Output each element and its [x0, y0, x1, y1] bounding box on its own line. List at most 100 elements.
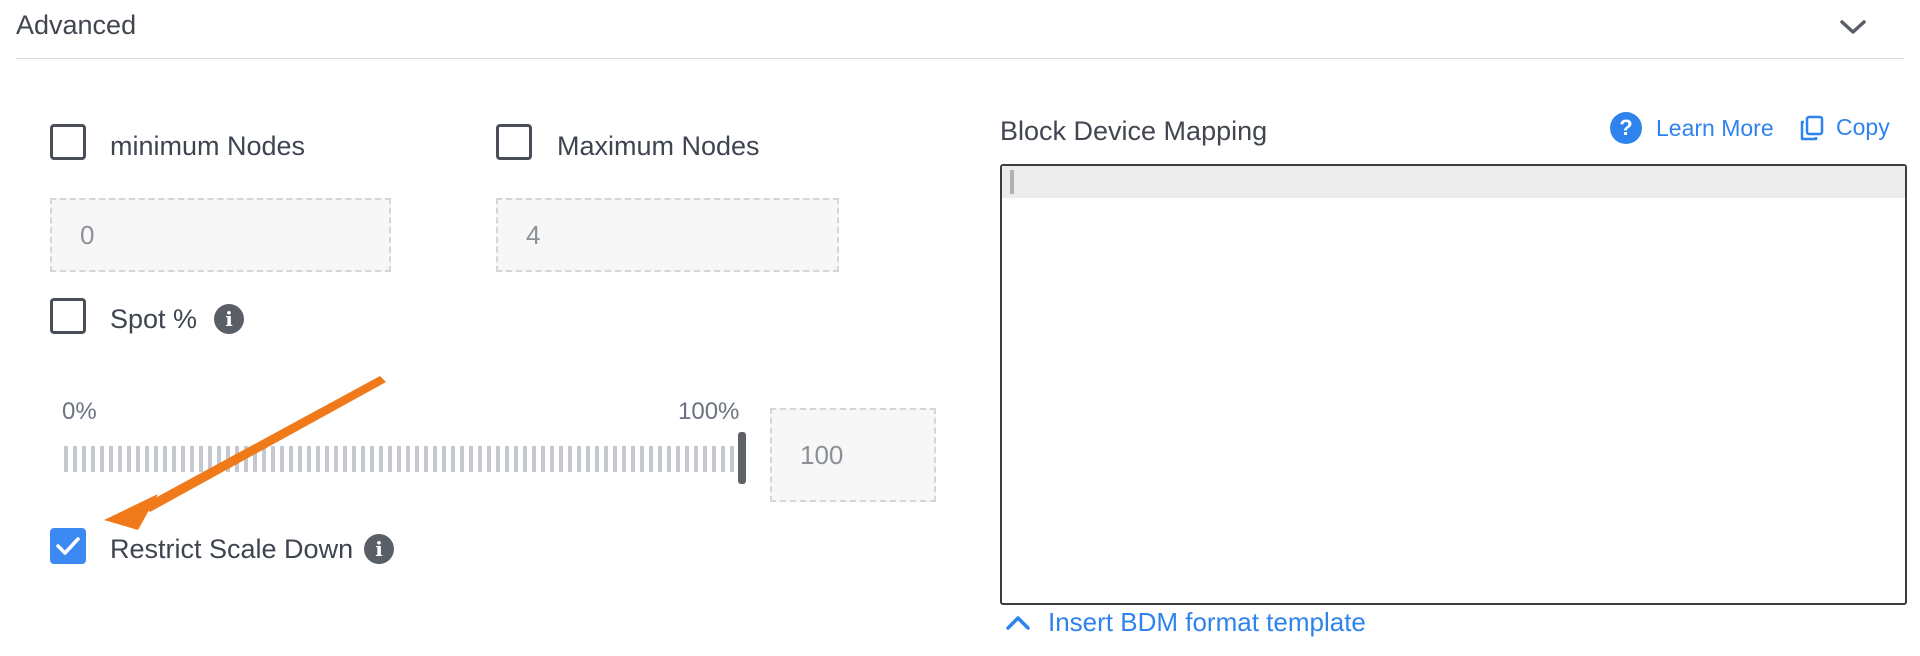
- slider-tick: [532, 446, 536, 472]
- slider-tick: [694, 446, 698, 472]
- slider-tick: [172, 446, 176, 472]
- annotation-arrow-icon: [104, 376, 386, 530]
- bdm-title: Block Device Mapping: [1000, 116, 1268, 146]
- slider-tick: [64, 446, 68, 472]
- spot-slider-track[interactable]: [64, 446, 744, 472]
- learn-more-label: Learn More: [1656, 114, 1774, 141]
- slider-tick: [613, 446, 617, 472]
- slider-tick: [685, 446, 689, 472]
- bdm-editor[interactable]: [1000, 164, 1907, 605]
- slider-tick: [91, 446, 95, 472]
- slider-tick: [334, 446, 338, 472]
- max-nodes-checkbox[interactable]: [496, 124, 532, 160]
- restrict-scale-down-label: Restrict Scale Down: [110, 534, 354, 564]
- editor-cursor: [1010, 170, 1014, 194]
- slider-tick: [118, 446, 122, 472]
- checkmark-icon: [56, 537, 80, 555]
- chevron-down-icon: [1840, 20, 1866, 34]
- min-nodes-input[interactable]: [50, 198, 391, 272]
- info-icon[interactable]: i: [364, 534, 394, 564]
- slider-tick: [406, 446, 410, 472]
- slider-tick: [163, 446, 167, 472]
- slider-tick: [100, 446, 104, 472]
- slider-tick: [370, 446, 374, 472]
- slider-tick: [505, 446, 509, 472]
- slider-tick: [586, 446, 590, 472]
- slider-tick: [640, 446, 644, 472]
- slider-tick: [604, 446, 608, 472]
- max-nodes-input[interactable]: [496, 198, 839, 272]
- section-title: Advanced: [16, 10, 137, 40]
- slider-tick: [127, 446, 131, 472]
- slider-tick: [262, 446, 266, 472]
- min-nodes-label: minimum Nodes: [110, 131, 306, 161]
- slider-tick: [667, 446, 671, 472]
- slider-tick: [550, 446, 554, 472]
- slider-tick: [82, 446, 86, 472]
- slider-tick: [181, 446, 185, 472]
- slider-tick: [631, 446, 635, 472]
- slider-tick: [379, 446, 383, 472]
- slider-tick: [208, 446, 212, 472]
- slider-tick: [199, 446, 203, 472]
- spot-percent-input[interactable]: [770, 408, 936, 502]
- learn-more-link[interactable]: ? Learn More: [1610, 112, 1774, 144]
- slider-tick: [658, 446, 662, 472]
- copy-icon: [1800, 115, 1824, 140]
- slider-tick: [424, 446, 428, 472]
- slider-tick: [109, 446, 113, 472]
- spot-slider-thumb[interactable]: [738, 432, 746, 484]
- slider-tick: [721, 446, 725, 472]
- slider-tick: [154, 446, 158, 472]
- help-icon: ?: [1610, 112, 1642, 144]
- slider-tick: [190, 446, 194, 472]
- max-nodes-label: Maximum Nodes: [557, 131, 760, 161]
- slider-tick: [559, 446, 563, 472]
- slider-tick: [136, 446, 140, 472]
- insert-bdm-template-label: Insert BDM format template: [1048, 607, 1366, 637]
- slider-tick: [343, 446, 347, 472]
- copy-label: Copy: [1836, 114, 1890, 140]
- copy-link[interactable]: Copy: [1800, 114, 1890, 141]
- slider-tick: [712, 446, 716, 472]
- slider-tick: [460, 446, 464, 472]
- slider-tick: [649, 446, 653, 472]
- slider-tick: [217, 446, 221, 472]
- slider-tick: [316, 446, 320, 472]
- slider-min-label: 0%: [62, 398, 97, 425]
- slider-tick: [397, 446, 401, 472]
- slider-tick: [478, 446, 482, 472]
- insert-bdm-template-link[interactable]: Insert BDM format template: [1004, 607, 1366, 638]
- slider-tick: [676, 446, 680, 472]
- slider-tick: [307, 446, 311, 472]
- restrict-scale-down-checkbox[interactable]: [50, 528, 86, 564]
- slider-tick: [496, 446, 500, 472]
- slider-tick: [253, 446, 257, 472]
- collapse-button[interactable]: [1836, 10, 1870, 44]
- slider-tick: [415, 446, 419, 472]
- slider-tick: [703, 446, 707, 472]
- spot-label: Spot %: [110, 304, 198, 334]
- min-nodes-checkbox[interactable]: [50, 124, 86, 160]
- slider-tick: [280, 446, 284, 472]
- info-icon[interactable]: i: [214, 304, 244, 334]
- slider-tick: [577, 446, 581, 472]
- slider-tick: [73, 446, 77, 472]
- slider-tick: [433, 446, 437, 472]
- slider-tick: [730, 446, 734, 472]
- slider-tick: [361, 446, 365, 472]
- slider-tick: [145, 446, 149, 472]
- slider-tick: [487, 446, 491, 472]
- editor-active-line: [1002, 166, 1905, 198]
- slider-tick: [298, 446, 302, 472]
- spot-checkbox[interactable]: [50, 298, 86, 334]
- slider-tick: [595, 446, 599, 472]
- header-divider: [16, 58, 1904, 59]
- slider-tick: [568, 446, 572, 472]
- slider-tick: [523, 446, 527, 472]
- slider-tick: [388, 446, 392, 472]
- slider-tick: [271, 446, 275, 472]
- slider-tick: [442, 446, 446, 472]
- chevron-up-icon: [1006, 615, 1030, 630]
- slider-tick: [325, 446, 329, 472]
